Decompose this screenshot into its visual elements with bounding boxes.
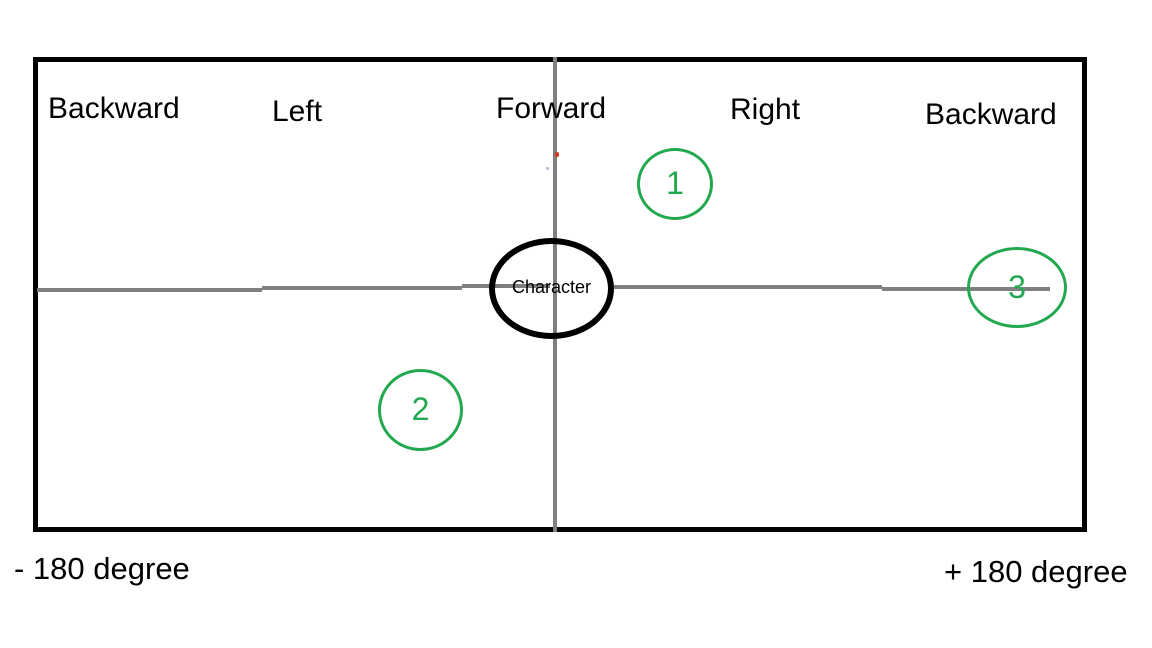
degree-label-positive: + 180 degree: [944, 554, 1128, 589]
direction-label-backward-right: Backward: [925, 98, 1057, 131]
character-label: Character: [511, 277, 592, 297]
red-ink-dot: [555, 152, 559, 157]
marker-label-1: 1: [666, 165, 684, 201]
marker-circle-1: [637, 148, 713, 220]
direction-label-forward: Forward: [496, 92, 607, 125]
marker-circle-2: [378, 369, 463, 451]
marker-label-2: 2: [411, 391, 430, 427]
marker-label-3: 3: [1008, 268, 1026, 305]
direction-label-backward-left: Backward: [48, 92, 180, 125]
horizontal-axis-line-segment: [262, 286, 462, 290]
degree-label-negative: - 180 degree: [14, 551, 190, 586]
direction-label-right: Right: [730, 93, 801, 126]
faint-ink-dot: [546, 167, 549, 170]
horizontal-axis-line-segment: [614, 285, 882, 289]
character-circle: [489, 238, 614, 339]
field-boundary-rectangle: [33, 57, 1087, 532]
direction-label-left: Left: [272, 95, 323, 128]
marker-circle-3: [967, 247, 1067, 328]
horizontal-axis-line-segment: [37, 288, 262, 292]
horizontal-axis-line-segment: [882, 287, 1050, 291]
